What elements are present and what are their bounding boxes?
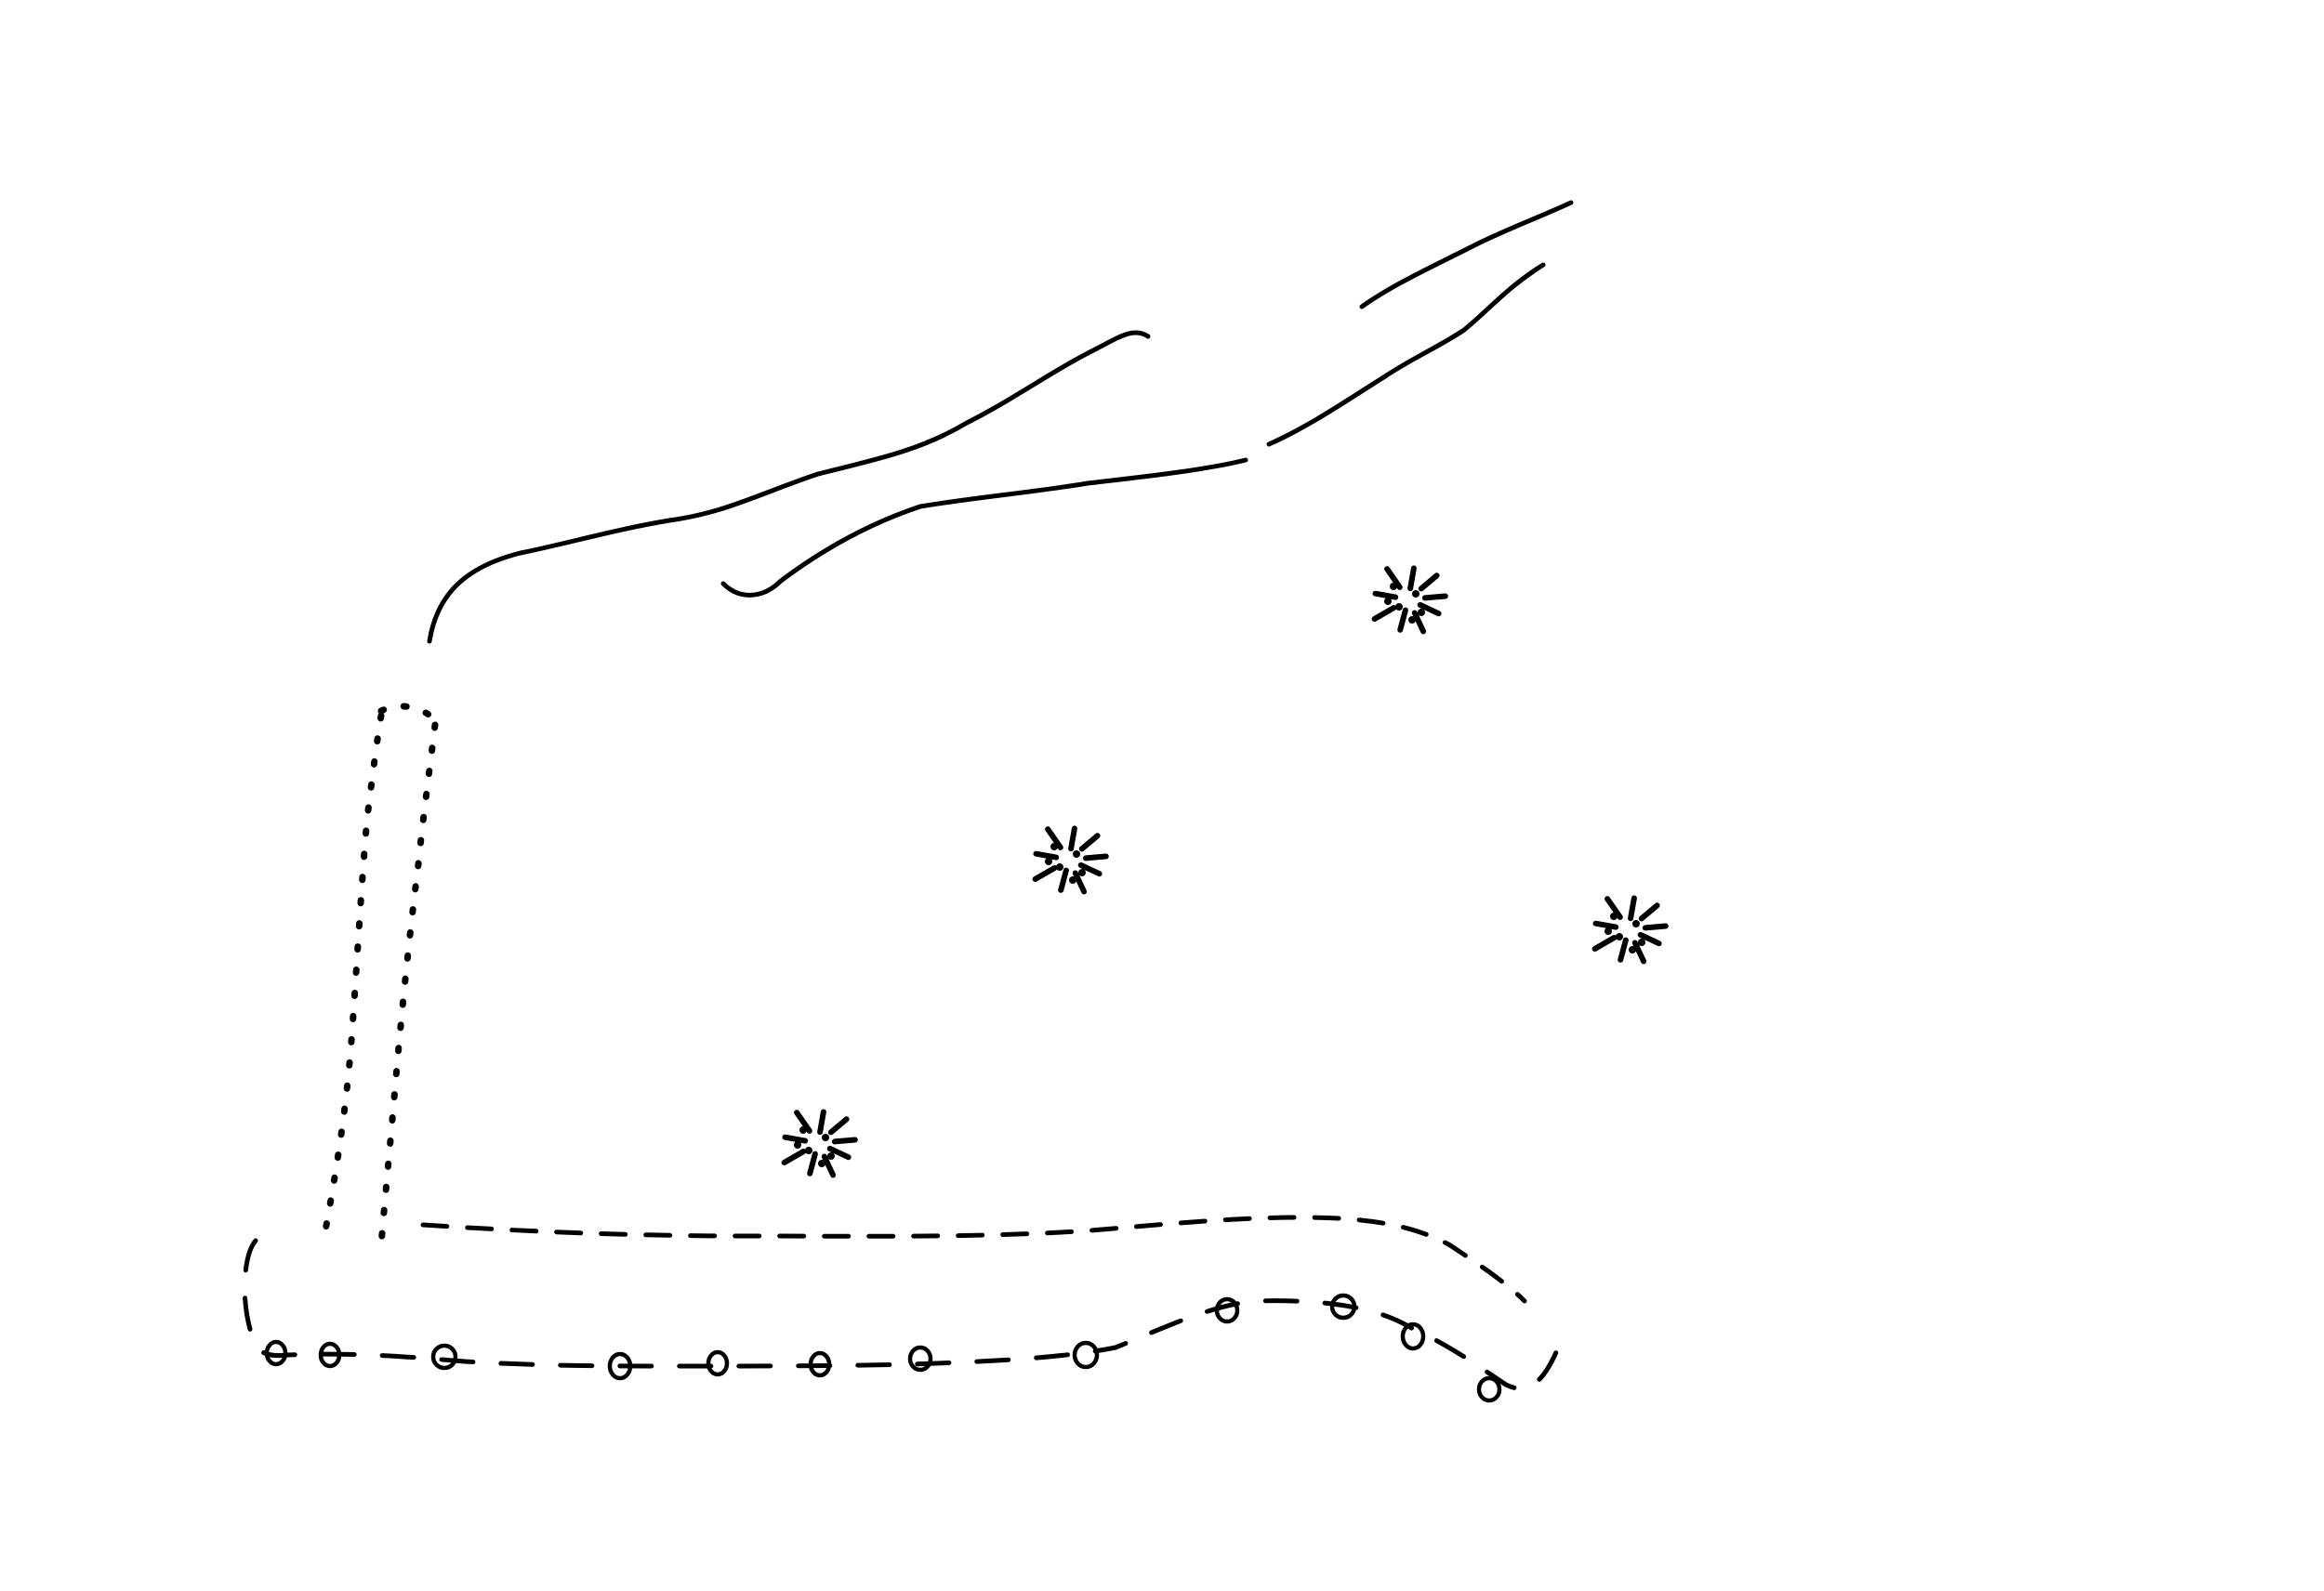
loop-ring [1072,1340,1100,1370]
burst-tick [1411,610,1427,635]
loop-ring [706,1349,730,1377]
burst-center [1032,825,1109,895]
burst-dot [1073,850,1080,858]
dotted-post-cap [377,703,442,727]
loop-chain [242,1238,1565,1403]
burst-dot [1384,598,1392,605]
burst-tick [827,1116,850,1136]
burst-tick [1417,601,1442,617]
loop-ring [264,1339,288,1367]
burst-tick [1058,867,1069,893]
dashed-base-line [420,1215,1527,1304]
burst-dot [818,1160,825,1167]
burst-tick [1407,565,1417,592]
burst-dot [1069,876,1076,884]
burst-dot [799,1126,807,1134]
upper-line-right-continuation [1266,262,1546,447]
burst-lower-left [781,1109,858,1178]
dotted-post-right [377,721,439,1249]
burst-dot [827,1152,835,1160]
burst-dot [794,1141,801,1149]
burst-tick [821,1153,837,1178]
burst-tick [1045,826,1063,850]
burst-right [1591,895,1669,965]
burst-tick [1631,940,1647,965]
burst-dot [1390,583,1397,590]
burst-dot [1629,946,1636,953]
upper-lines [427,200,1574,644]
loop-ring [907,1345,933,1373]
burst-tick [1082,853,1109,861]
loop-ring [1214,1296,1240,1324]
burst-tick [794,1110,812,1134]
burst-dot [1616,933,1623,940]
loop-ring [607,1351,633,1381]
loop-ring [430,1343,458,1371]
burst-tick [1628,895,1637,922]
burst-tick [1591,935,1618,952]
burst-dot [1056,863,1063,871]
burst-dot [805,1147,812,1154]
burst-dot [1078,869,1086,876]
burst-tick [1637,931,1662,947]
burst-tick [1418,572,1440,592]
dotted-post [320,703,442,1249]
burst-tick [1033,850,1060,861]
burst-dot [1408,616,1416,624]
burst-tick [807,1151,818,1177]
burst-upper-right [1371,565,1448,635]
upper-line-left [427,330,1151,644]
burst-dot [1604,927,1612,935]
burst-tick [1372,590,1399,600]
burst-tick [782,1134,809,1144]
burst-tick [781,1149,807,1165]
burst-tick [1068,825,1077,852]
burst-tick [1397,607,1408,633]
burst-tick [1371,605,1397,622]
burst-dot [1395,603,1403,611]
burst-tick [1032,865,1058,882]
burst-dot [1418,609,1425,616]
burst-dot [1050,843,1058,850]
burst-dot [822,1134,829,1141]
burst-tick [1421,593,1448,601]
burst-tick [1072,870,1088,895]
burst-dot [1632,920,1640,927]
burst-dot [1610,913,1618,920]
burst-tick [826,1145,852,1161]
loop-ring [1329,1293,1357,1321]
burst-tick [1604,896,1623,920]
loop-ring [1476,1375,1502,1403]
burst-tick [1077,861,1103,877]
burst-tick [831,1137,858,1145]
burst-tick [817,1109,826,1136]
burst-dot [1412,590,1419,598]
burst-dot [1045,858,1052,865]
burst-tick [1618,937,1629,963]
upper-line-right-lower [720,457,1248,598]
loop-ring [318,1341,342,1369]
burst-tick [1384,566,1403,590]
dotted-post-left [320,712,385,1244]
burst-dot [1638,939,1645,946]
loop-ring [808,1350,832,1378]
burst-tick [1642,923,1669,931]
burst-tick [1592,920,1619,930]
burst-tick [1078,833,1101,852]
burst-tick [1638,902,1660,922]
upper-line-far-right [1359,200,1574,309]
loop-ring [1400,1321,1426,1351]
